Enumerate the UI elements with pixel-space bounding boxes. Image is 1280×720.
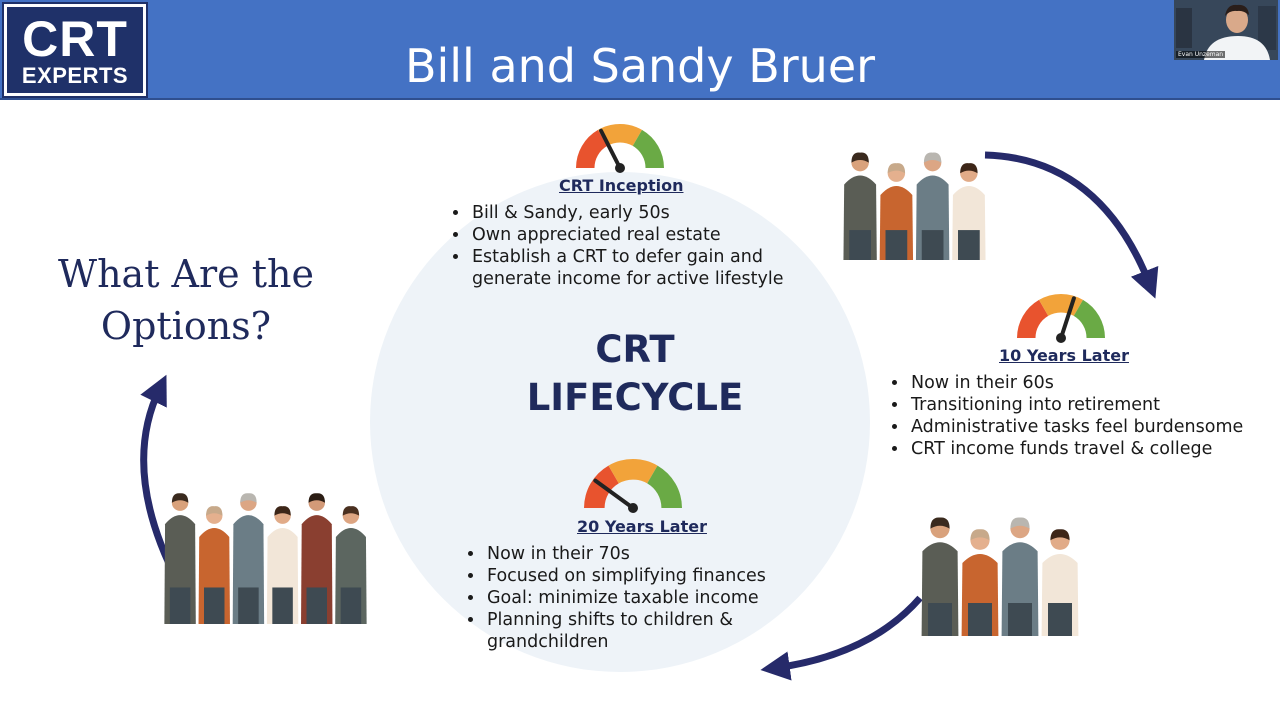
list-item: Transitioning into retirement [909,394,1280,416]
stage-title-20-years: 20 Years Later [577,517,707,536]
family-illustration-top-icon [843,152,986,260]
list-item: Bill & Sandy, early 50s [470,202,830,224]
stage-title-inception: CRT Inception [559,176,684,195]
stage-list-20-years: Now in their 70s Focused on simplifying … [467,543,795,653]
list-item: Planning shifts to children & grandchild… [485,609,795,653]
stage-list-10-years: Now in their 60s Transitioning into reti… [891,372,1280,460]
crt-lifecycle-title: CRT LIFECYCLE [500,326,770,422]
stage-list-inception: Bill & Sandy, early 50s Own appreciated … [452,202,830,290]
slide-header: CRT EXPERTS Bill and Sandy Bruer [0,0,1280,100]
arrow-to-10-years-icon [984,151,1159,299]
options-heading-line-2: Options? [100,304,272,348]
options-heading-line-1: What Are the [58,252,314,296]
webcam-thumbnail[interactable]: Evan Unzeman [1174,0,1278,60]
center-title-line-2: LIFECYCLE [526,376,744,419]
presenter-name: Evan Unzeman [1176,51,1226,58]
extended-family-illustration-icon [164,493,367,624]
gauge-20-years-icon [584,459,682,513]
list-item: Focused on simplifying finances [485,565,795,587]
arrow-to-20-years-icon [760,595,923,681]
list-item: Establish a CRT to defer gain and genera… [470,246,830,290]
list-item: Now in their 70s [485,543,795,565]
list-item: Own appreciated real estate [470,224,830,246]
stage-title-10-years: 10 Years Later [999,346,1129,365]
gauge-10-years-icon [1017,294,1105,343]
list-item: Administrative tasks feel burdensome [909,416,1280,438]
presenter-video-icon [1174,0,1278,60]
gauge-inception-icon [576,124,664,173]
center-title-line-1: CRT [595,328,675,371]
list-item: Now in their 60s [909,372,1280,394]
slide-title: Bill and Sandy Bruer [404,39,876,93]
list-item: CRT income funds travel & college [909,438,1280,460]
logo-line-2: EXPERTS [21,63,129,88]
options-heading: What Are the Options? [36,248,336,352]
logo-line-1: CRT [22,11,128,67]
lifecycle-circle [370,172,870,672]
crt-experts-logo: CRT EXPERTS [2,2,148,98]
list-item: Goal: minimize taxable income [485,587,795,609]
family-illustration-bottom-icon [921,517,1079,636]
